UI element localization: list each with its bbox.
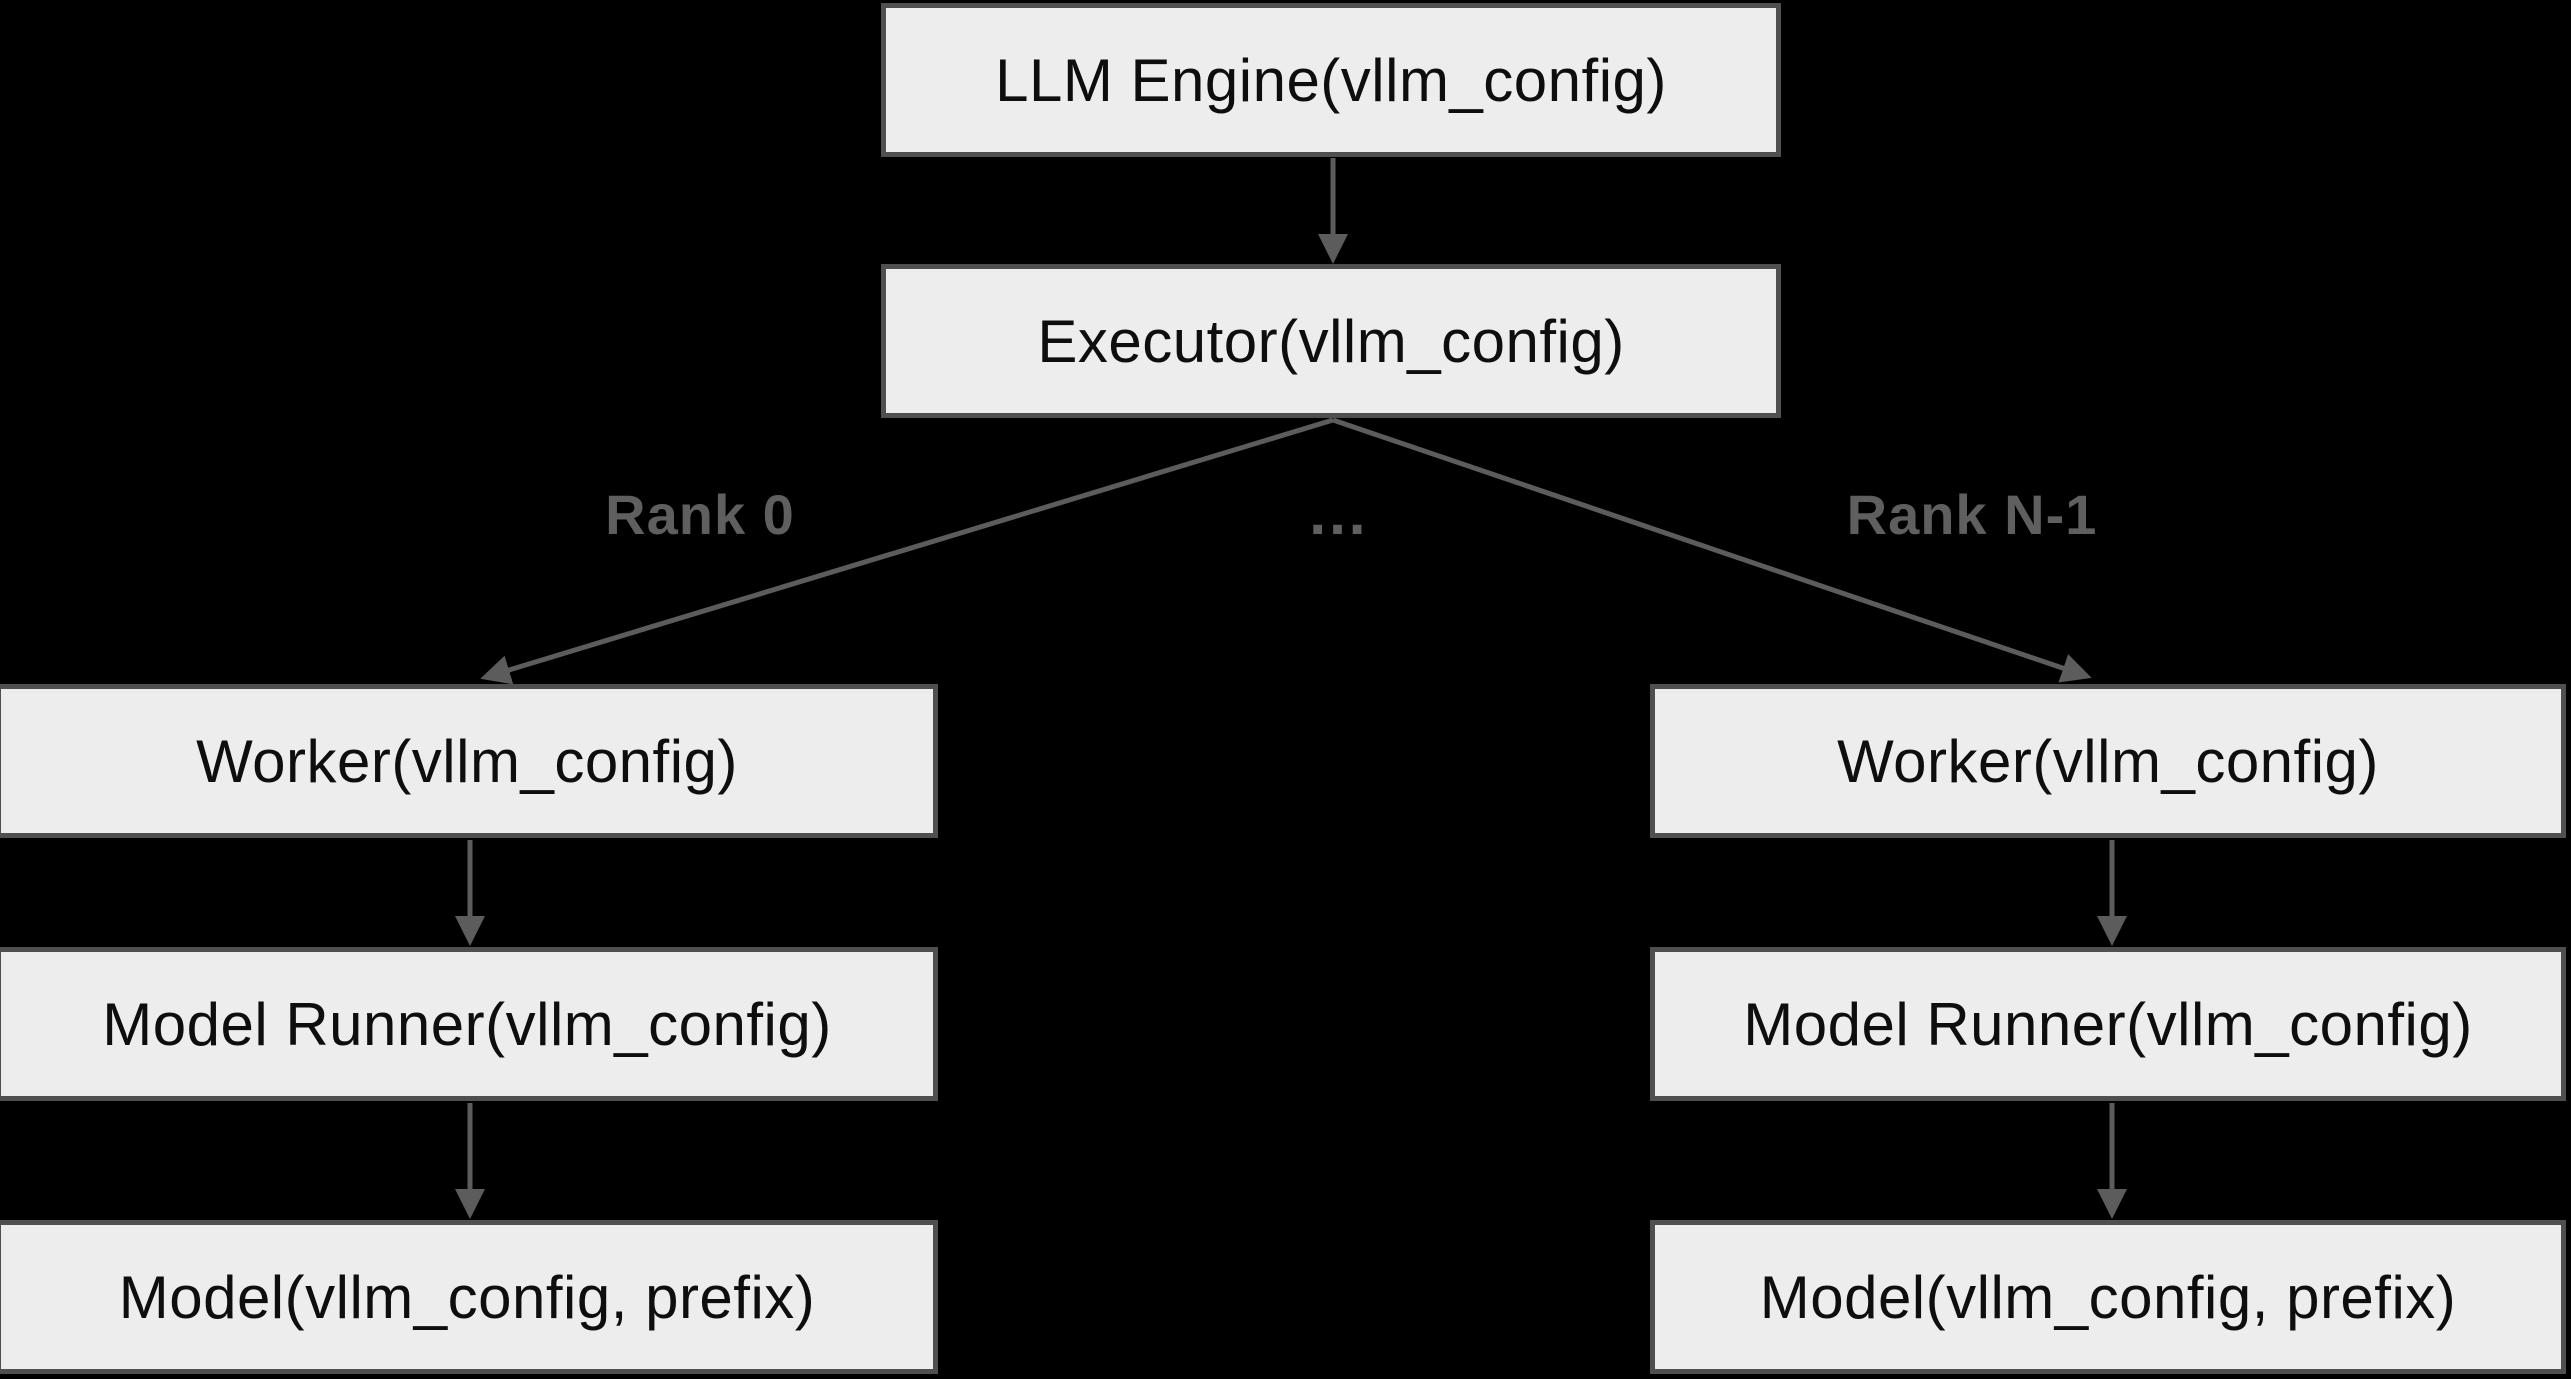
node-model-runner-rankN: Model Runner(vllm_config) <box>1650 947 2566 1101</box>
node-model-rankN: Model(vllm_config, prefix) <box>1650 1220 2566 1374</box>
edge-executor-to-worker-rank0 <box>480 417 1334 685</box>
node-executor: Executor(vllm_config) <box>881 264 1781 418</box>
edge-label-ellipsis: … <box>1306 479 1370 548</box>
node-worker-rank0: Worker(vllm_config) <box>0 684 938 838</box>
node-worker-rankN: Worker(vllm_config) <box>1650 684 2566 838</box>
node-model-rank0: Model(vllm_config, prefix) <box>0 1220 938 1374</box>
node-llm-engine: LLM Engine(vllm_config) <box>881 3 1781 157</box>
node-model-runner-rank0: Model Runner(vllm_config) <box>0 947 938 1101</box>
edge-executor-to-worker-rankN <box>1332 417 2092 683</box>
edge-label-rank-0: Rank 0 <box>605 483 795 546</box>
edge-label-rank-n-1: Rank N-1 <box>1846 483 2098 546</box>
